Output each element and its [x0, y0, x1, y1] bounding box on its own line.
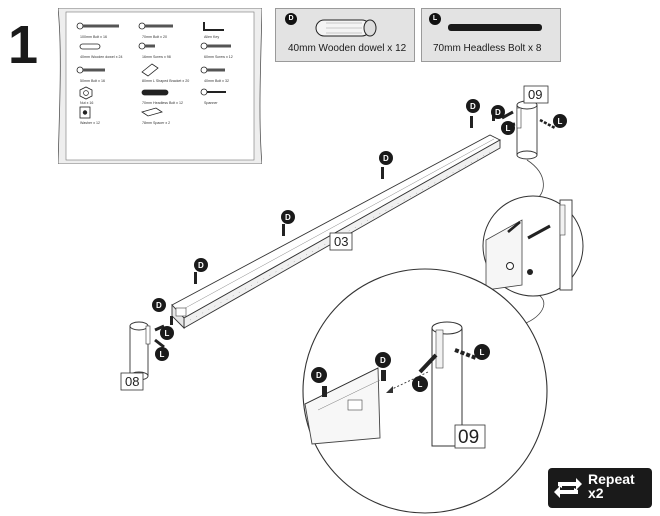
bolt-70-icon	[138, 22, 173, 30]
svg-text:D: D	[156, 301, 162, 310]
parts-icons	[76, 22, 231, 119]
part-number-09-detail: 09	[458, 427, 479, 448]
dowel-callout: D 40mm Wooden dowel x 12	[275, 8, 415, 62]
dowel-marker: D	[311, 367, 327, 383]
bolt-100-icon	[76, 22, 119, 30]
l-bracket-icon	[141, 63, 159, 77]
bolt-marker: L	[501, 121, 515, 135]
detail-circle-large	[302, 268, 548, 514]
nut-icon	[79, 86, 93, 100]
bolt-marker: L	[412, 376, 428, 392]
dowel-marker: D	[491, 105, 505, 119]
dowel-badge-d: D	[285, 13, 297, 25]
wooden-dowel-icon	[315, 19, 377, 37]
parts-item-label: 100mm Bolt x 16	[80, 35, 107, 39]
parts-item-label: 70mm Bolt x 20	[142, 35, 167, 39]
bolt-marker: L	[553, 114, 567, 128]
bolt-marker: L	[160, 326, 174, 340]
part-number-09: 09	[528, 87, 542, 102]
post-left	[129, 321, 165, 381]
dowel-marker: D	[152, 298, 166, 312]
parts-item-label: Washer x 12	[80, 121, 100, 125]
parts-item-label: Spanner	[204, 101, 218, 105]
parts-item-label: 70mm Headless Bolt x 12	[142, 101, 183, 105]
spacer-icon	[141, 107, 163, 117]
part-label-09-detail: 09	[454, 424, 486, 449]
svg-text:D: D	[285, 213, 291, 222]
parts-item-label: 40mm Wooden dowel x 24	[80, 55, 122, 59]
part-number-03: 03	[334, 234, 348, 249]
dowel-marker: D	[379, 151, 393, 165]
dowel-callout-label: 40mm Wooden dowel x 12	[288, 43, 407, 54]
part-label-08: 08	[120, 372, 144, 391]
parts-labels: 100mm Bolt x 16 70mm Bolt x 20 Allen Key 40…	[80, 35, 233, 125]
bolt-50-icon	[76, 66, 105, 74]
parts-item-label: 50mm Bolt x 16	[80, 79, 105, 83]
svg-text:D: D	[383, 154, 389, 163]
dowel-marker: D	[375, 352, 391, 368]
allen-key-icon	[203, 22, 224, 31]
screw-16-icon	[138, 42, 155, 50]
repeat-count: x2	[588, 485, 604, 501]
bolt-callout-label: 70mm Headless Bolt x 8	[433, 43, 542, 54]
repeat-label: Repeat	[588, 471, 635, 487]
svg-text:L: L	[506, 124, 511, 133]
bolt-marker: L	[155, 347, 169, 361]
parts-item-label: Nut x 16	[80, 101, 93, 105]
svg-text:L: L	[480, 348, 485, 357]
svg-text:L: L	[160, 350, 165, 359]
dowel-marker: D	[194, 258, 208, 272]
bolt-marker: L	[474, 344, 490, 360]
part-label-03: 03	[329, 232, 353, 251]
bolt-callout: L 70mm Headless Bolt x 8	[421, 8, 561, 62]
screw-60-icon	[200, 42, 231, 50]
parts-item-label: 40mm Bolt x 32	[204, 79, 229, 83]
parts-item-label: 16mm Screw x 98	[142, 55, 171, 59]
svg-text:L: L	[418, 380, 423, 389]
headless-bolt-icon	[448, 24, 542, 31]
svg-text:D: D	[198, 261, 204, 270]
dowel-marker: D	[466, 99, 480, 113]
repeat-badge: Repeat x2	[548, 468, 652, 508]
spanner-icon	[200, 88, 226, 96]
step-number: 1	[8, 15, 39, 75]
parts-item-label: Allen Key	[204, 35, 219, 39]
dowel-40-icon	[79, 43, 101, 50]
repeat-icon	[554, 478, 582, 498]
svg-text:L: L	[165, 329, 170, 338]
parts-sheet: 100mm Bolt x 16 70mm Bolt x 20 Allen Key 40…	[58, 8, 262, 164]
headless-70-icon	[141, 89, 169, 96]
svg-text:D: D	[380, 356, 386, 365]
dowel-marker: D	[281, 210, 295, 224]
parts-item-label: 78mm Spacer x 2	[142, 121, 170, 125]
svg-text:D: D	[495, 108, 501, 117]
part-number-08: 08	[125, 374, 139, 389]
bolt-40-icon	[200, 66, 225, 74]
svg-text:D: D	[316, 371, 322, 380]
parts-item-label: 60mm Screw x 12	[204, 55, 233, 59]
svg-text:L: L	[558, 117, 563, 126]
detail-circle-small	[482, 195, 584, 297]
parts-item-label: 80mm L Shaped Bracket x 20	[142, 79, 189, 83]
part-label-09: 09	[523, 85, 549, 104]
svg-text:D: D	[470, 102, 476, 111]
bolt-badge-l: L	[429, 13, 441, 25]
washer-icon	[79, 106, 91, 119]
